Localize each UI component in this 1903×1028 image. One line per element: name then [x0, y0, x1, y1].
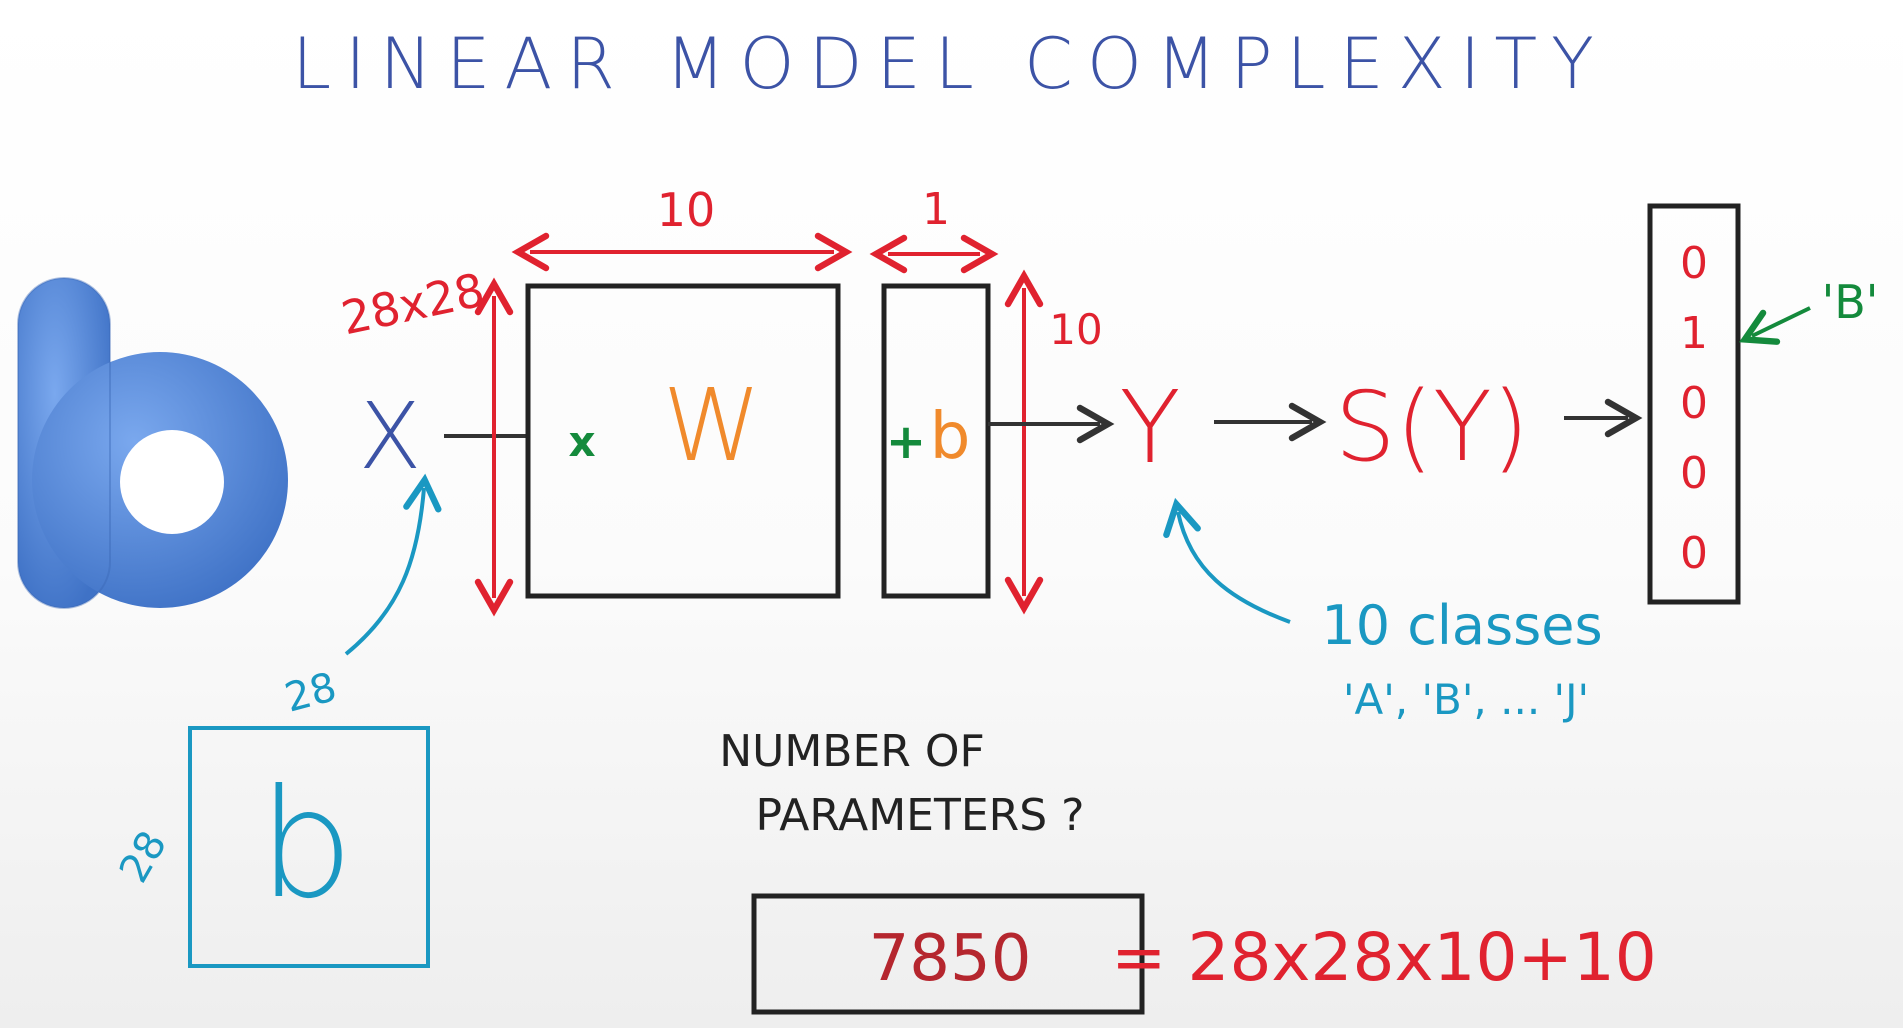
bias-b-label: b: [930, 400, 971, 474]
onehot-value: 1: [1680, 308, 1708, 359]
input-image-box: [188, 726, 430, 968]
input-x-label: X: [358, 383, 421, 490]
bias-width-label: 1: [922, 184, 950, 235]
multiply-sign: x: [568, 417, 595, 466]
weights-w-label: W: [663, 367, 762, 484]
answer-box: [751, 893, 1145, 1015]
classes-list-label: 'A', 'B', ... 'J': [1343, 675, 1589, 724]
onehot-vector-box: [1647, 203, 1741, 605]
onehot-value: 0: [1680, 528, 1708, 579]
onehot-value: 0: [1680, 238, 1708, 289]
onehot-value: 0: [1680, 378, 1708, 429]
question-line1: NUMBER OF: [719, 726, 985, 777]
classes-count-label: 10 classes: [1321, 594, 1602, 657]
image-width-label: 28: [280, 664, 341, 722]
softmax-label: S(Y): [1335, 371, 1529, 483]
classes-pointer-arrow: [1163, 497, 1291, 624]
bias-vector-box: [881, 283, 991, 599]
onehot-values: 0 1 0 0 0: [1680, 238, 1708, 579]
answer-formula: = 28x28x10+10: [1111, 919, 1657, 996]
output-y-label: Y: [1119, 369, 1180, 486]
answer-value: 7850: [869, 922, 1032, 996]
question-line2: PARAMETERS ?: [756, 790, 1085, 841]
output-height-label: 10: [1049, 305, 1102, 354]
weights-matrix-box: [525, 283, 841, 599]
big-letter-b-graphic: [17, 277, 288, 609]
image-height-label: 28: [111, 823, 176, 890]
input-dim-label: 28x28: [337, 263, 489, 346]
input-image-letter: b: [258, 758, 353, 932]
weights-width-label: 10: [657, 183, 716, 237]
onehot-pointer-label: 'B': [1822, 275, 1879, 329]
page-title: LINEAR MODEL COMPLEXITY: [292, 23, 1608, 105]
image-to-x-arrow: [344, 473, 442, 656]
onehot-value: 0: [1680, 448, 1708, 499]
bias-plus-sign: +: [886, 414, 926, 470]
onehot-pointer-arrow: [1738, 306, 1811, 345]
